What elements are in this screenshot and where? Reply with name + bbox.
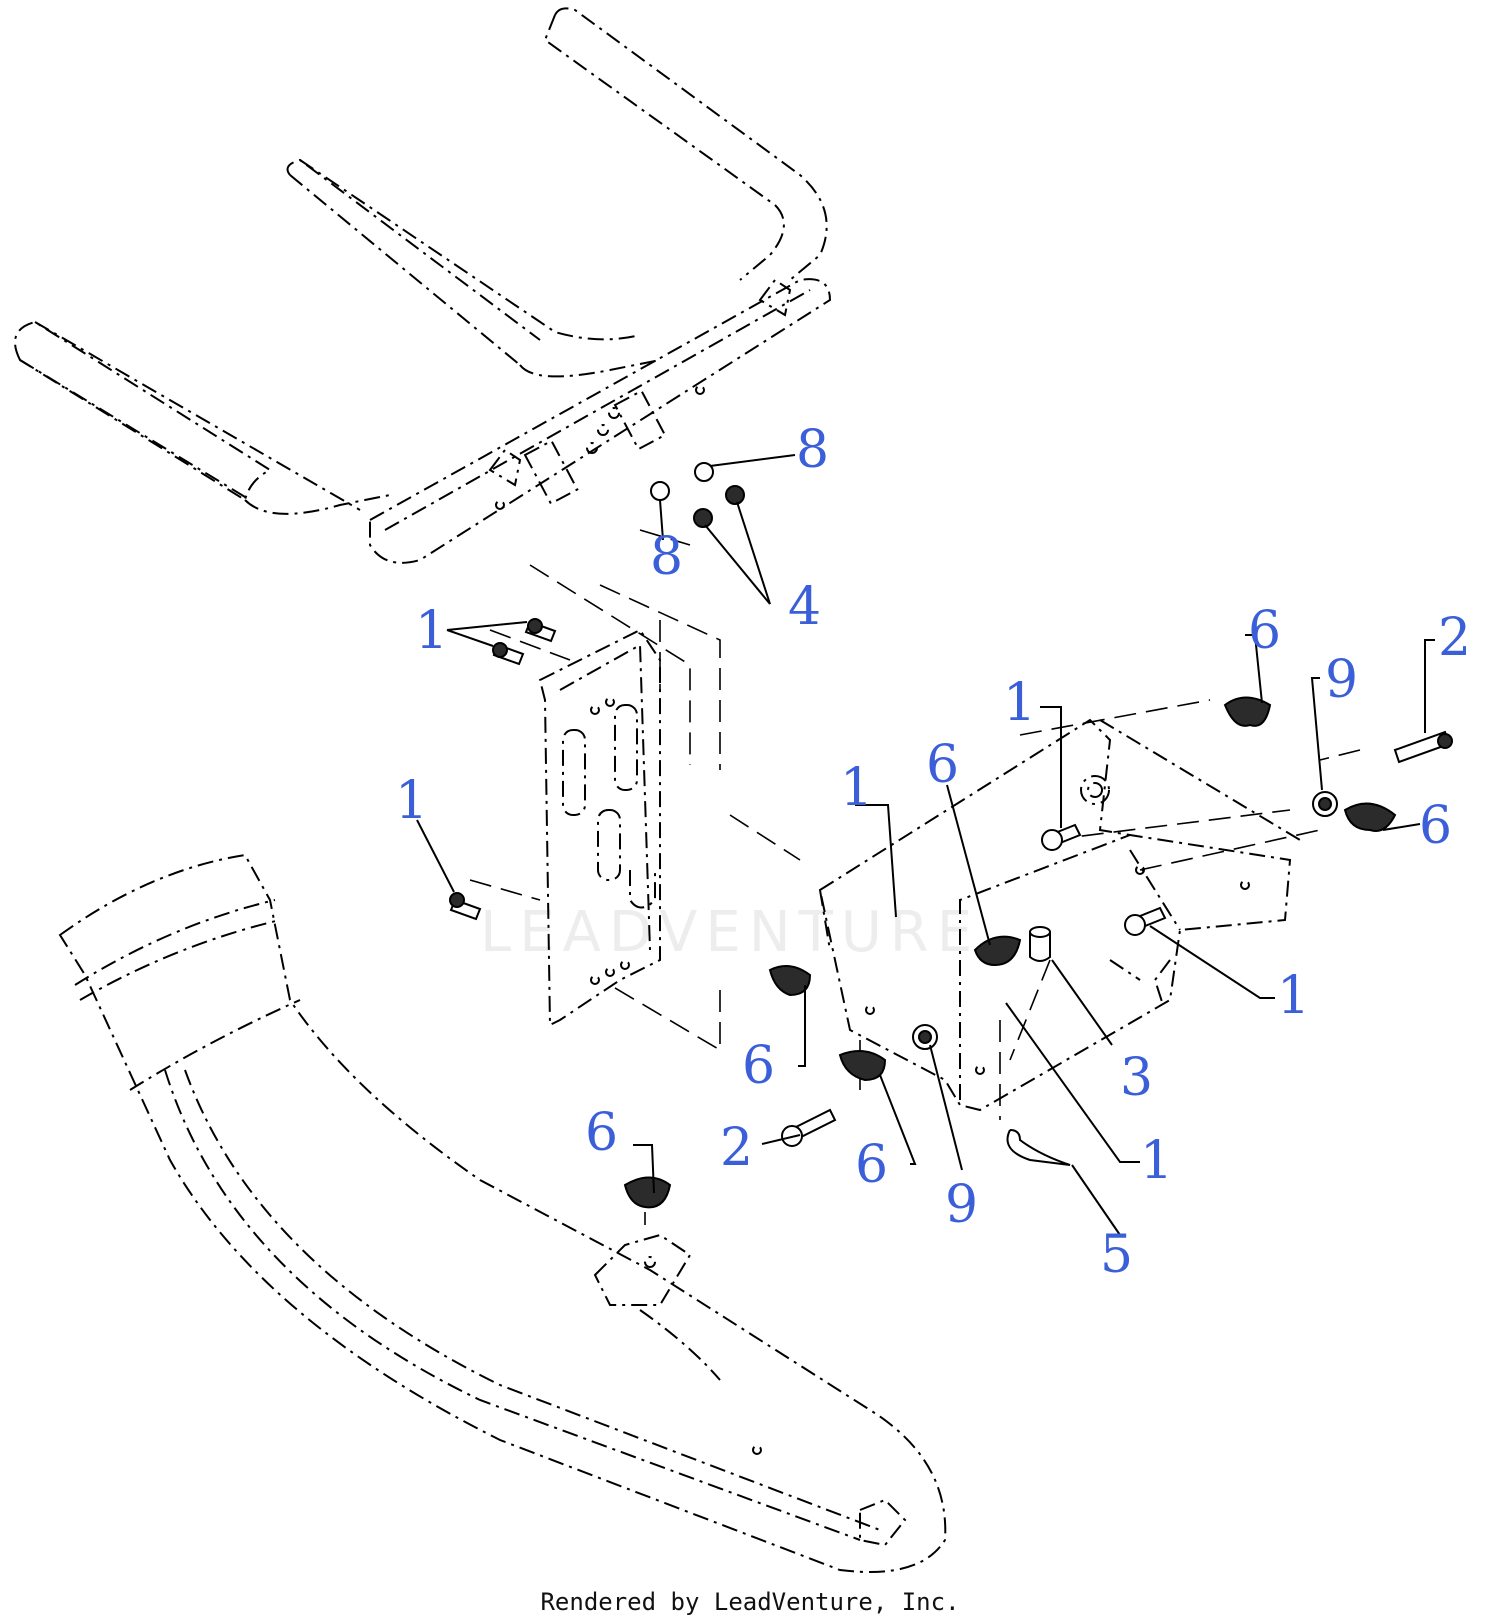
alignment-lines [469,529,1361,1225]
callout-2-left: 2 [720,1118,753,1178]
mounting-plate [538,628,661,1027]
clevis-pin-3 [1029,932,1051,962]
handle-frame [14,7,832,564]
callout-6-box: 6 [926,735,959,795]
callout-6-bottom: 6 [585,1103,618,1163]
box-bracket [818,718,1301,1112]
nut-4a [693,508,713,528]
knob-6a [1223,696,1272,727]
callout-1-left: 1 [395,771,428,831]
washer-8a [650,481,670,501]
callout-8-upper: 8 [796,420,829,480]
callout-9-upper: 9 [1325,650,1358,710]
callout-2-right: 2 [1438,608,1471,668]
callout-1-top: 1 [415,601,448,661]
callout-1-lower-right: 1 [1140,1131,1173,1191]
callout-8-lower: 8 [650,527,683,587]
knob-6e [838,1050,887,1082]
watermark-logo: LEADVENTURE [480,900,981,965]
washer-8b [694,462,714,482]
hardware [449,462,1453,1209]
callout-1-box-left: 1 [840,758,873,818]
knob-6c [973,935,1022,967]
callout-1-right: 1 [1277,966,1310,1026]
callout-5: 5 [1100,1225,1133,1285]
callout-4: 4 [788,577,821,637]
lower-bar [58,853,947,1573]
hairpin-clip-5 [1006,1129,1071,1166]
callouts: 8 8 4 1 1 1 1 1 1 6 6 6 6 6 2 2 9 9 3 5 … [395,420,1471,1285]
callout-1-box-top: 1 [1003,673,1036,733]
knob-6b [1343,802,1397,832]
callout-9-lower: 9 [945,1175,978,1235]
callout-3: 3 [1120,1048,1153,1108]
callout-6-left: 6 [742,1036,775,1096]
leader-lines [416,454,1435,1236]
callout-6-top-right: 6 [1248,601,1281,661]
knob-6f [623,1176,672,1209]
render-credit: Rendered by LeadVenture, Inc. [540,1588,960,1616]
callout-6-right: 6 [1419,796,1452,856]
callout-6-lower: 6 [855,1135,888,1195]
nut-4b [725,485,745,505]
